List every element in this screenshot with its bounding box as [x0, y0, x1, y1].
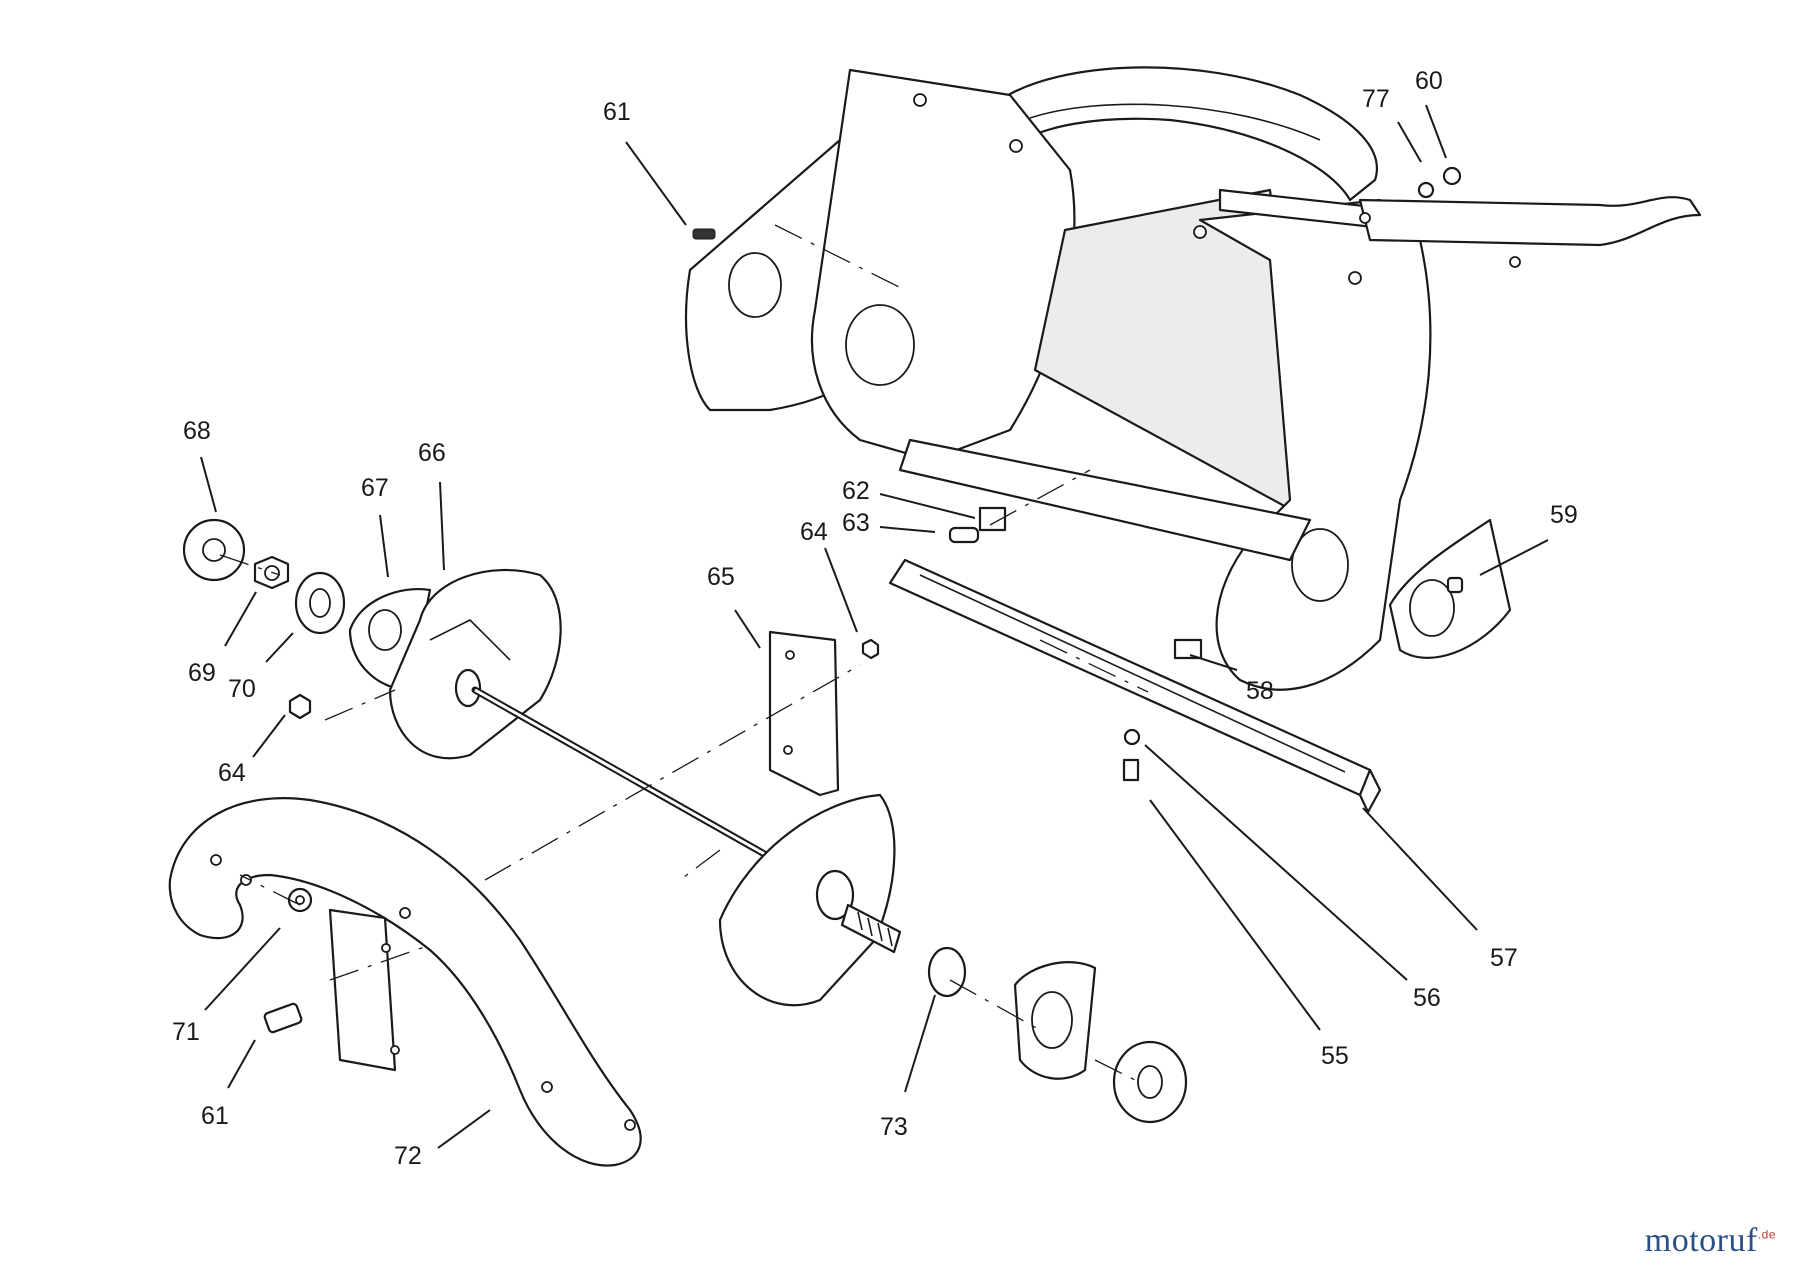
callout-70: 70	[228, 675, 256, 703]
brand-logo: motoruf.de	[1645, 1222, 1776, 1260]
impeller-left	[182, 518, 562, 760]
auger-housing	[685, 66, 1702, 691]
assembly-lines	[219, 224, 1149, 1081]
paddle-upper	[768, 630, 880, 797]
bearing-parts	[927, 946, 1188, 1124]
callout-61-bottom: 61	[201, 1102, 229, 1130]
callout-63: 63	[842, 509, 870, 537]
callout-71: 71	[172, 1018, 200, 1046]
impeller-right	[718, 793, 902, 1007]
callout-72: 72	[394, 1142, 422, 1170]
callout-67: 67	[361, 474, 389, 502]
callout-56: 56	[1413, 984, 1441, 1012]
spiral-auger	[168, 797, 642, 1167]
callout-77: 77	[1362, 85, 1390, 113]
right-drive	[1388, 518, 1512, 659]
callout-68: 68	[183, 417, 211, 445]
callout-62: 62	[842, 477, 870, 505]
callout-64-left: 64	[218, 759, 246, 787]
callout-73: 73	[880, 1113, 908, 1141]
callout-60: 60	[1415, 67, 1443, 95]
scraper-bar	[888, 558, 1382, 814]
callout-57: 57	[1490, 944, 1518, 972]
brand-name: motoruf	[1644, 1222, 1758, 1259]
callout-64-mid: 64	[800, 518, 828, 546]
callout-69: 69	[188, 659, 216, 687]
callout-labels: 61 77 60 68 66 67 62 63 64 65 59 58 69 7…	[172, 67, 1578, 1170]
callout-58: 58	[1246, 677, 1274, 705]
leader-lines	[200, 104, 1549, 1149]
callout-61-top: 61	[603, 98, 631, 126]
hardware-top	[692, 166, 1462, 544]
callout-65: 65	[707, 563, 735, 591]
brand-suffix: .de	[1757, 1227, 1776, 1242]
callout-55: 55	[1321, 1042, 1349, 1070]
callout-66: 66	[418, 439, 446, 467]
callout-59: 59	[1550, 501, 1578, 529]
